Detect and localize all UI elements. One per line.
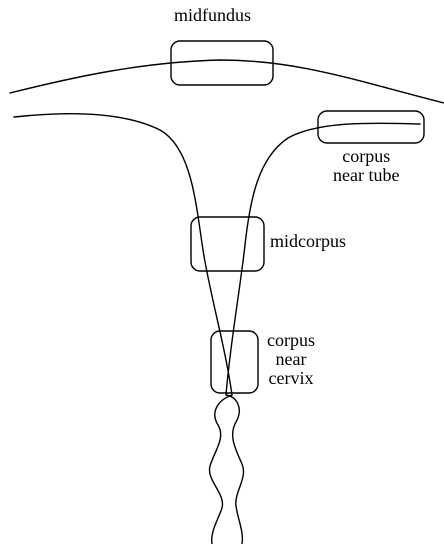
label-corpus-near-tube-line-1: corpus [333,147,399,166]
fundus-top-line [10,60,444,103]
label-corpus-near-cervix: corpus near cervix [267,331,315,388]
label-corpus-near-cervix-line-1: corpus [267,331,315,350]
label-corpus-near-tube-line-2: near tube [333,166,399,185]
label-midfundus: midfundus [174,6,251,25]
corpus-near-cervix-sample-box [211,331,258,393]
midfundus-sample-box [171,41,273,85]
label-corpus-near-tube: corpus near tube [333,147,399,185]
left-horn-wall [14,114,232,395]
cervical-canal-wavy-line [209,395,232,544]
label-corpus-near-cervix-line-2: near [267,350,315,369]
label-corpus-near-cervix-line-3: cervix [267,369,315,388]
label-midcorpus: midcorpus [270,232,346,251]
corpus-near-tube-sample-box [318,111,424,143]
cervical-canal-wavy-line-right [226,395,244,544]
